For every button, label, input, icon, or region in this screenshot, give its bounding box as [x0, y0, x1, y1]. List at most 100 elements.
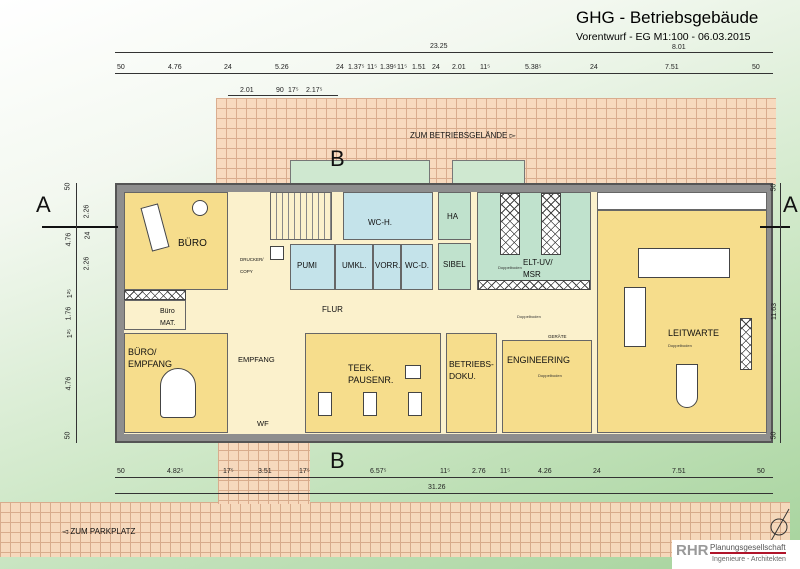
label-doppelboden: Doppelboden — [498, 265, 522, 270]
dim: 24 — [336, 64, 344, 71]
dim: 50 — [117, 468, 125, 475]
label-doppelboden: Doppelboden — [538, 373, 562, 378]
table — [363, 392, 377, 416]
planter — [290, 160, 430, 184]
room-umkl — [335, 244, 373, 290]
label-doppelboden: Doppelboden — [668, 343, 692, 348]
dim: 50 — [117, 64, 125, 71]
room-label-buero-empfang: BÜRO/ EMPFANG — [128, 347, 173, 369]
dim-bottom-total: 31.26 — [428, 484, 446, 491]
dim: 50 — [64, 431, 72, 440]
section-marker-b-top: B — [330, 146, 345, 171]
dim: 50 — [770, 183, 778, 192]
dim: 11.63 — [771, 303, 778, 320]
dim: 4.76 — [168, 64, 182, 71]
north-arrow-icon — [770, 508, 790, 542]
meeting-table — [676, 364, 698, 408]
room-elt-uv-msr — [477, 192, 591, 290]
room-label-empfang: EMPFANG — [238, 355, 275, 364]
dim: 7.51 — [672, 468, 686, 475]
switch-cabinet — [500, 193, 520, 255]
dimension-line — [115, 493, 773, 494]
dim: 11⁵ — [397, 64, 408, 71]
control-desk — [624, 287, 646, 347]
dimension-line — [115, 73, 773, 74]
section-line — [760, 226, 790, 228]
dim: 7.51 — [665, 64, 679, 71]
logo-name: Planungsgesellschaft — [710, 543, 786, 554]
dim: 24 — [84, 231, 92, 240]
dim: 2.01 — [452, 64, 466, 71]
dim: 2.26 — [83, 256, 91, 271]
dim: 2.01 — [240, 87, 254, 94]
room-ha — [438, 192, 471, 240]
staircase — [270, 192, 332, 240]
drawing-subtitle: Vorentwurf - EG M1:100 - 06.03.2015 — [576, 31, 751, 43]
dim: 50 — [770, 431, 778, 440]
window-area — [597, 192, 767, 210]
room-label-pumi: PUMI — [297, 261, 317, 270]
room-label-engineering: ENGINEERING — [507, 355, 571, 365]
switch-cabinet — [541, 193, 561, 255]
dim: 1²⁵ — [67, 288, 75, 299]
control-desk — [638, 248, 730, 278]
section-marker-b-bottom: B — [330, 448, 345, 473]
room-wc-d — [401, 244, 433, 290]
room-label-vorr: VORR. — [375, 261, 401, 270]
room-label-wf: WF — [257, 419, 269, 428]
dim: 90 — [276, 87, 284, 94]
dim: 4.76 — [65, 232, 73, 247]
dim: 2.26 — [83, 204, 91, 219]
dim: 1.39⁵ — [380, 64, 397, 71]
dim: 1.76 — [65, 306, 73, 321]
room-betriebs-doku — [446, 333, 497, 433]
section-marker-a-right: A — [783, 192, 798, 217]
desk — [160, 368, 196, 418]
paving-south — [0, 502, 790, 557]
dim: 1.51 — [412, 64, 426, 71]
dim: 4.26 — [538, 468, 552, 475]
dimension-line — [780, 183, 781, 443]
label-geraete: GERÄTE — [548, 334, 567, 339]
table — [405, 365, 421, 379]
dim: 17⁵ — [299, 468, 310, 475]
round-table — [192, 200, 208, 216]
room-label-wc-h: WC-H. — [368, 218, 392, 227]
section-line — [42, 226, 118, 228]
dim: 50 — [757, 468, 765, 475]
room-label-sibel: SIBEL — [443, 260, 466, 269]
room-engineering — [502, 340, 592, 433]
dim: 17⁵ — [288, 87, 299, 94]
drawing-title: GHG - Betriebsgebäude — [576, 8, 759, 27]
room-label-wc-d: WC-D. — [405, 261, 429, 270]
dim: 11⁵ — [440, 468, 451, 475]
room-label-leitwarte: LEITWARTE — [668, 328, 720, 338]
room-label-teek: TEEK. PAUSENR. — [348, 363, 394, 385]
dim: 5.26 — [275, 64, 289, 71]
dim: 50 — [64, 182, 72, 191]
room-label-flur: FLUR — [322, 305, 343, 314]
dim: 1²⁵ — [67, 328, 75, 339]
room-sibel — [438, 243, 471, 290]
room-wc-h — [343, 192, 433, 240]
room-teekueche-pausenraum — [305, 333, 441, 433]
planter — [452, 160, 525, 184]
dim: 11⁵ — [367, 64, 378, 71]
dim-top-right: 8.01 — [672, 44, 686, 51]
dim: 17⁵ — [223, 468, 234, 475]
dim: 2.76 — [472, 468, 486, 475]
sign-betriebsgelaende: ZUM BETRIEBSGELÄNDE ▻ — [410, 131, 516, 140]
dim: 11⁵ — [500, 468, 511, 475]
dimension-line — [228, 95, 338, 96]
room-vorr — [373, 244, 401, 290]
cabinet — [124, 290, 186, 300]
dim: 50 — [752, 64, 760, 71]
room-label-elt: ELT-UV/ MSR — [523, 258, 553, 279]
dimension-line — [76, 183, 77, 443]
dim: 2.17⁵ — [306, 87, 323, 94]
dim: 24 — [432, 64, 440, 71]
table — [318, 392, 332, 416]
room-pumi — [290, 244, 335, 290]
room-buero — [124, 192, 228, 290]
dimension-line — [115, 477, 773, 478]
